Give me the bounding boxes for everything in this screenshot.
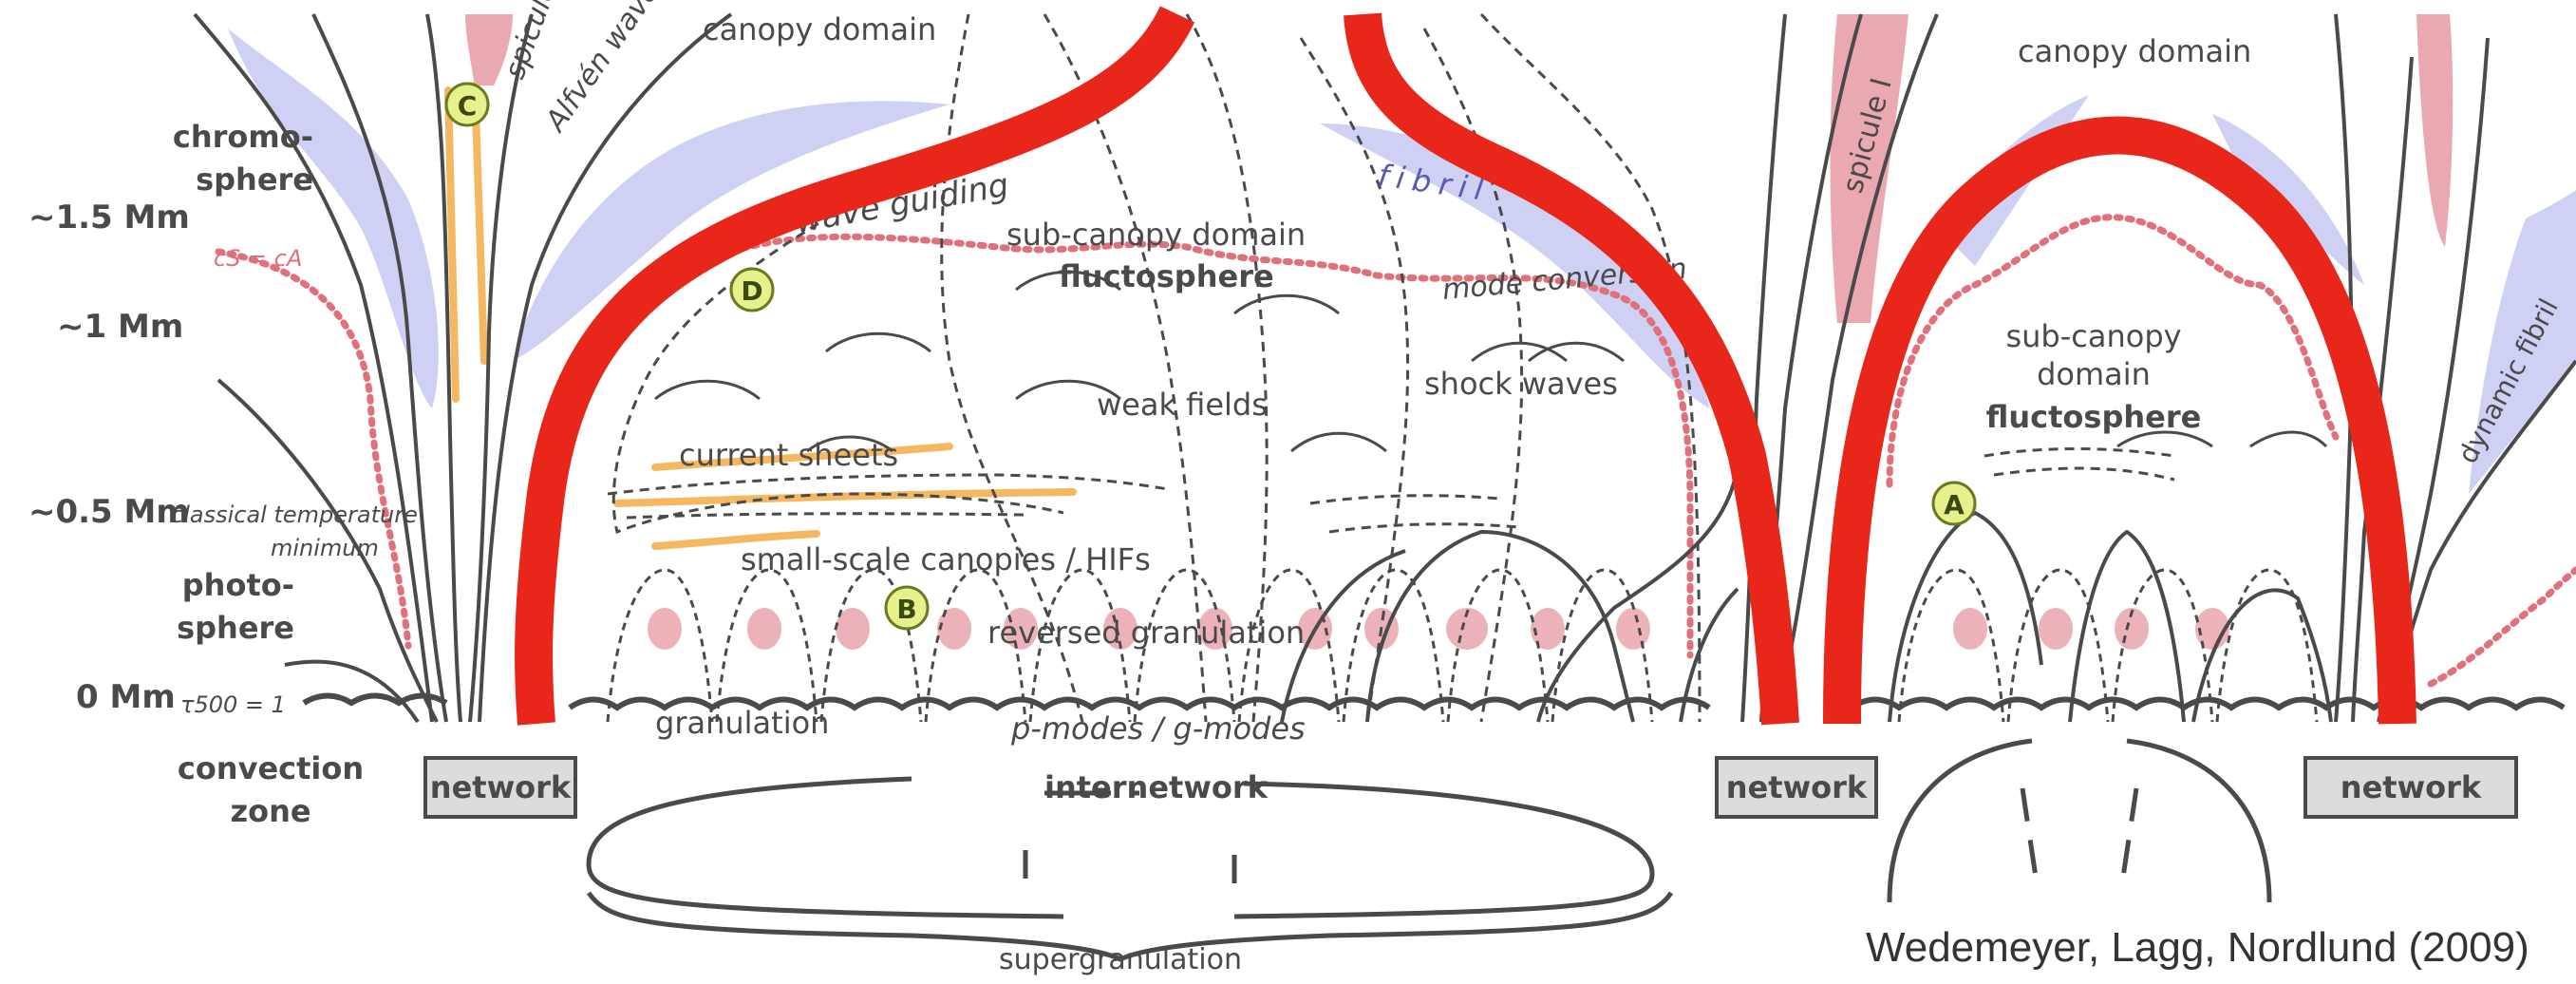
minimum-label: minimum — [271, 535, 379, 561]
granulation-label: granulation — [655, 705, 829, 741]
small-scale-canopies-label: small-scale canopies / HIFs — [741, 541, 1151, 577]
pmodes-label: p-modes / g-modes — [1010, 710, 1306, 747]
shock-waves-label: shock waves — [1424, 366, 1618, 402]
photosphere-surface — [304, 696, 2564, 709]
fluctosphere-label: fluctosphere — [1059, 258, 1274, 294]
current-sheets-label: current sheets — [679, 437, 898, 473]
marker-c: C — [458, 90, 478, 122]
height-1mm: ~1 Mm — [57, 308, 183, 346]
photosphere-label-2: sphere — [177, 610, 294, 646]
convection-label-1: convection — [178, 750, 364, 786]
height-0mm: 0 Mm — [76, 678, 176, 716]
network-label-left: network — [430, 769, 572, 805]
height-axis: ~1.5 Mm ~1 Mm ~0.5 Mm 0 Mm — [28, 199, 190, 716]
chromosphere-label-2: sphere — [196, 161, 313, 198]
classical-temp-label: classical temperature — [171, 501, 418, 528]
canopy-domain-left: canopy domain — [703, 11, 936, 47]
credit-citation: Wedemeyer, Lagg, Nordlund (2009) — [1866, 924, 2529, 971]
internetwork-label: internetwork — [1044, 769, 1269, 805]
supergranulation-label: supergranulation — [999, 943, 1242, 976]
height-0-5mm: ~0.5 Mm — [28, 493, 190, 531]
network-label-right: network — [2341, 769, 2482, 805]
fluctosphere-right-label: fluctosphere — [1986, 399, 2202, 435]
network-label-middle: network — [1726, 769, 1868, 805]
subcanopy-right-label-1: sub-canopy — [2005, 318, 2181, 354]
tau500-label: τ500 = 1 — [180, 691, 286, 718]
marker-a: A — [1944, 489, 1965, 520]
subcanopy-domain-label: sub-canopy domain — [1006, 217, 1306, 253]
cs-ca-label: cS = cA — [214, 245, 302, 272]
weak-fields-label: weak fields — [1097, 387, 1268, 423]
canopy-domain-right: canopy domain — [2018, 33, 2251, 69]
height-1-5mm: ~1.5 Mm — [28, 199, 190, 237]
marker-b: B — [896, 594, 916, 625]
photosphere-label-1: photo- — [182, 567, 294, 603]
convection-label-2: zone — [230, 793, 310, 829]
subcanopy-right-label-2: domain — [2037, 356, 2151, 392]
alfven-label: Alfvén waves — [538, 0, 675, 139]
chromosphere-label-1: chromo- — [173, 119, 313, 155]
marker-d: D — [741, 275, 762, 307]
reversed-granulation-label: reversed granulation — [987, 615, 1305, 651]
